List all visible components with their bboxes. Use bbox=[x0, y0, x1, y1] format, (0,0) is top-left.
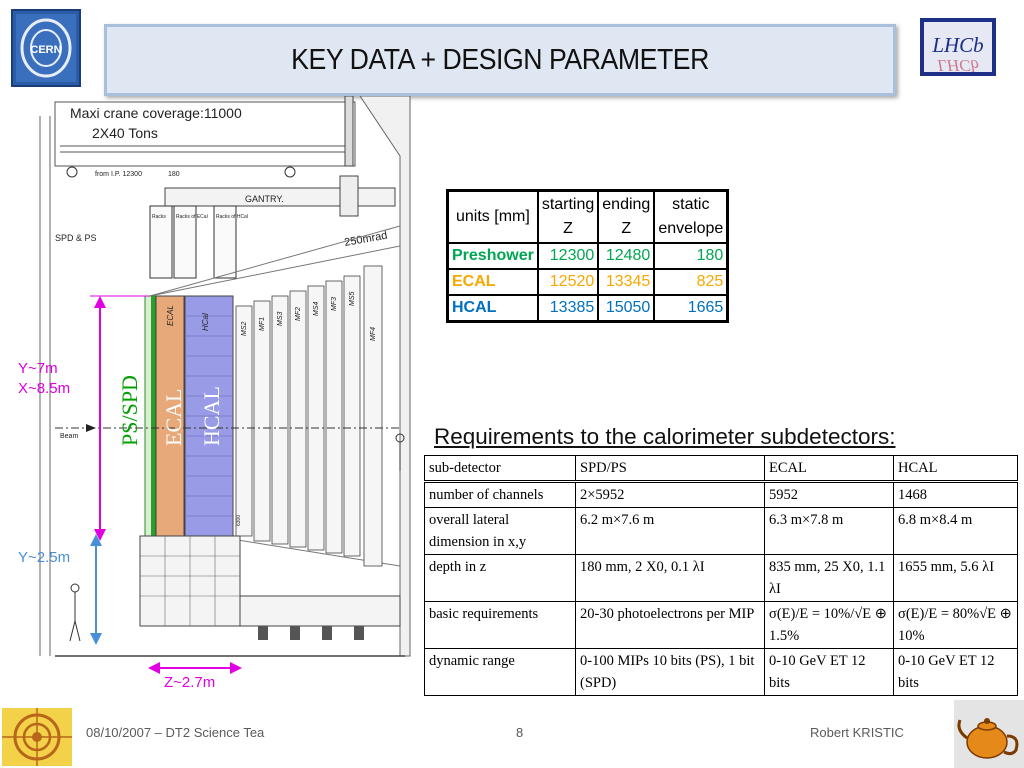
muon-label-8: MF4 bbox=[370, 327, 377, 341]
hcal-col-label: HCal bbox=[201, 313, 210, 331]
muon-label-7: MS5 bbox=[349, 292, 356, 307]
ecal-col-label: ECAL bbox=[166, 305, 175, 326]
table-cell: 12520 bbox=[536, 268, 600, 296]
table-row: Preshower 12300 12480 180 bbox=[446, 242, 729, 270]
overlay-hcal: HCAL bbox=[199, 386, 224, 446]
table-row: overall lateral dimension in x,y 6.2 m×7… bbox=[424, 507, 1018, 555]
slide-title: KEY DATA + DESIGN PARAMETER bbox=[291, 43, 709, 76]
detector-drawing: Maxi crane coverage:11000 2X40 Tons from… bbox=[39, 96, 411, 674]
table-row: ECAL 12520 13345 825 bbox=[446, 268, 729, 296]
table-cell: 835 mm, 25 X0, 1.1 λI bbox=[764, 554, 894, 602]
gantry-label: GANTRY. bbox=[245, 194, 284, 204]
table-cell: 1468 bbox=[893, 481, 1018, 508]
beam-label: Beam bbox=[60, 433, 78, 440]
tons-label: 2X40 Tons bbox=[92, 125, 158, 141]
muon-label-3: MS3 bbox=[277, 312, 284, 327]
cern-logo: CERN bbox=[11, 9, 81, 87]
table-header-cell: ECAL bbox=[764, 455, 894, 483]
table-row: dynamic range 0-100 MIPs 10 bits (PS), 1… bbox=[424, 648, 1018, 696]
cern-logo-text: CERN bbox=[30, 44, 61, 56]
table-cell: ECAL bbox=[446, 268, 539, 296]
table-cell: 1665 bbox=[653, 294, 729, 323]
table-cell: 180 mm, 2 X0, 0.1 λI bbox=[575, 554, 765, 602]
table-cell: basic requirements bbox=[424, 601, 576, 649]
y-small-label: Y~2.5m bbox=[18, 549, 71, 566]
crane-label: Maxi crane coverage:11000 bbox=[70, 105, 242, 121]
z-dim-label: Z~2.7m bbox=[164, 674, 216, 691]
rack-label-2: Racks of ECal bbox=[176, 214, 208, 220]
table-row: depth in z 180 mm, 2 X0, 0.1 λI 835 mm, … bbox=[424, 554, 1018, 602]
footer-page-number: 8 bbox=[516, 725, 524, 740]
table-cell: 13385 bbox=[536, 294, 600, 323]
svg-text:LHCb: LHCb bbox=[936, 56, 979, 75]
table-cell: dynamic range bbox=[424, 648, 576, 696]
lhcb-logo: LHCb LHCb bbox=[920, 18, 996, 76]
table-cell: 0-100 MIPs 10 bits (PS), 1 bit (SPD) bbox=[575, 648, 765, 696]
from-ip-label: from I.P. 12300 bbox=[95, 171, 142, 178]
y-big-label-1: Y~7m bbox=[18, 360, 58, 377]
title-box: KEY DATA + DESIGN PARAMETER bbox=[104, 24, 896, 96]
rack-label-1: Racks bbox=[152, 214, 166, 220]
overlay-ecal: ECAL bbox=[161, 389, 186, 446]
table-cell: 20-30 photoelectrons per MIP bbox=[575, 601, 765, 649]
table-cell: 5952 bbox=[764, 481, 894, 508]
muon-label-4: MF2 bbox=[295, 307, 302, 321]
table-header-cell: units [mm] bbox=[446, 189, 539, 244]
table-cell: depth in z bbox=[424, 554, 576, 602]
y-big-label-2: X~8.5m bbox=[18, 380, 71, 397]
rack-label-3: Racks of HCal bbox=[216, 214, 248, 220]
table-header-row: sub-detector SPD/PS ECAL HCAL bbox=[424, 455, 1018, 483]
table-row: number of channels 2×5952 5952 1468 bbox=[424, 481, 1018, 508]
table-cell: number of channels bbox=[424, 481, 576, 508]
table-cell: overall lateral dimension in x,y bbox=[424, 507, 576, 555]
muon-label-5: MS4 bbox=[313, 302, 320, 317]
teapot-icon bbox=[954, 700, 1024, 768]
table-cell: 825 bbox=[653, 268, 729, 296]
table-cell: 15050 bbox=[597, 294, 656, 323]
table-cell: σ(E)/E = 10%/√E ⊕ 1.5% bbox=[764, 601, 894, 649]
table-cell: 12480 bbox=[597, 242, 656, 270]
table-cell: 180 bbox=[653, 242, 729, 270]
table-header-cell: sub-detector bbox=[424, 455, 576, 483]
table-cell: 12300 bbox=[536, 242, 600, 270]
table-row: HCAL 13385 15050 1665 bbox=[446, 294, 729, 323]
mrad-label: 250mrad bbox=[343, 230, 388, 249]
table-cell: 2×5952 bbox=[575, 481, 765, 508]
table-row: basic requirements 20-30 photoelectrons … bbox=[424, 601, 1018, 649]
table-cell: Preshower bbox=[446, 242, 539, 270]
table-cell: 0-10 GeV ET 12 bits bbox=[764, 648, 894, 696]
footer-date: 08/10/2007 – DT2 Science Tea bbox=[86, 725, 265, 740]
footer-logo bbox=[2, 708, 72, 766]
dim-6300-label: 6300 bbox=[236, 515, 242, 526]
table-cell: 0-10 GeV ET 12 bits bbox=[893, 648, 1018, 696]
table-cell: 13345 bbox=[597, 268, 656, 296]
table-header-cell: SPD/PS bbox=[575, 455, 765, 483]
spd-ps-label: SPD & PS bbox=[55, 233, 97, 243]
requirements-table: sub-detector SPD/PS ECAL HCAL number of … bbox=[424, 455, 1018, 696]
table-cell: 6.3 m×7.8 m bbox=[764, 507, 894, 555]
requirements-title: Requirements to the calorimeter subdetec… bbox=[434, 424, 896, 449]
overlay-ps-spd: PS/SPD bbox=[117, 375, 142, 446]
table-cell: 6.2 m×7.6 m bbox=[575, 507, 765, 555]
lhcb-logo-text: LHCb bbox=[931, 33, 983, 57]
muon-label-2: MF1 bbox=[259, 317, 266, 331]
table-cell: 1655 mm, 5.6 λI bbox=[893, 554, 1018, 602]
muon-label-6: MF3 bbox=[331, 297, 338, 311]
table-cell: σ(E)/E = 80%√E ⊕ 10% bbox=[893, 601, 1018, 649]
muon-label-1: MS2 bbox=[241, 322, 248, 337]
table-cell: HCAL bbox=[446, 294, 539, 323]
table-cell: 6.8 m×8.4 m bbox=[893, 507, 1018, 555]
table-header-cell: HCAL bbox=[893, 455, 1018, 483]
footer-author: Robert KRISTIC bbox=[810, 725, 904, 740]
dim-180-label: 180 bbox=[168, 171, 180, 178]
